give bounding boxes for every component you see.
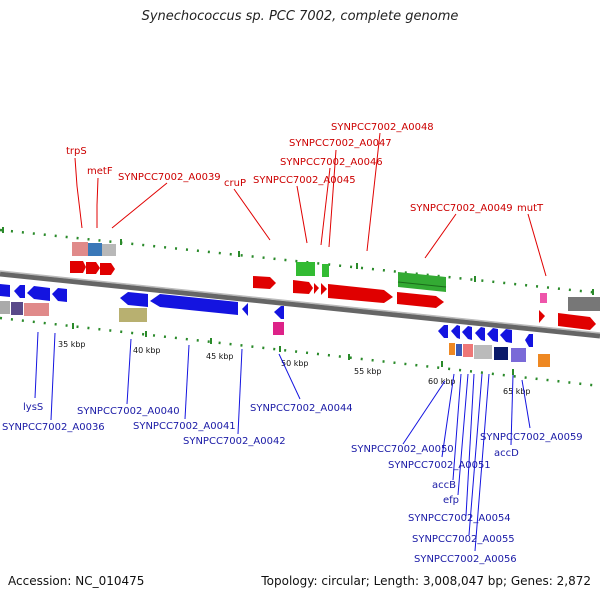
gene-arrow <box>274 306 284 319</box>
gene-label: SYNPCC7002_A0036 <box>2 422 105 433</box>
gene-label: SYNPCC7002_A0048 <box>331 122 434 133</box>
gene-label: SYNPCC7002_A0045 <box>253 175 356 186</box>
gene-label: SYNPCC7002_A0047 <box>289 138 392 149</box>
gene-label: SYNPCC7002_A0050 <box>351 444 454 455</box>
scale-label: 50 kbp <box>281 359 309 368</box>
gene-arrow <box>70 261 86 273</box>
gene-arrow <box>253 276 276 289</box>
accession-text: Accession: NC_010475 <box>8 574 145 588</box>
scale-label: 65 kbp <box>503 387 531 396</box>
gene-arrow <box>475 327 485 341</box>
gene-arrow <box>487 328 498 342</box>
gene-label: SYNPCC7002_A0041 <box>133 421 236 432</box>
reverse-blocks <box>0 301 550 367</box>
gene-arrow <box>438 325 448 338</box>
reverse-leaders <box>34 331 531 552</box>
gene-label: accD <box>494 448 519 459</box>
gene-label: SYNPCC7002_A0056 <box>414 554 517 565</box>
gene-label: mutT <box>517 203 544 214</box>
gene-label: trpS <box>66 146 87 157</box>
gene-label: SYNPCC7002_A0054 <box>408 513 511 524</box>
gene-arrow <box>500 329 512 343</box>
gene-label: SYNPCC7002_A0046 <box>280 157 383 168</box>
gene-label: efp <box>443 495 459 506</box>
gene-label: SYNPCC7002_A0049 <box>410 203 513 214</box>
gene-label: accB <box>432 480 456 491</box>
gene-label: cruP <box>224 178 246 189</box>
gene-label: SYNPCC7002_A0039 <box>118 172 221 183</box>
forward-genes <box>70 261 596 330</box>
map-title: Synechococcus sp. PCC 7002, complete gen… <box>141 9 459 24</box>
gene-arrow <box>14 285 25 298</box>
gene-label: lysS <box>23 402 43 413</box>
gene-arrow <box>558 313 596 330</box>
inner-scale-track <box>0 316 600 388</box>
scale-label: 35 kbp <box>58 340 86 349</box>
forward-leaders <box>74 132 547 277</box>
gene-arrow <box>321 283 327 295</box>
gene-arrow <box>314 283 319 294</box>
outer-scale-track <box>0 227 600 295</box>
scale-label: 55 kbp <box>354 367 382 376</box>
genome-summary: Topology: circular; Length: 3,008,047 bp… <box>261 574 591 588</box>
gene-arrow <box>27 286 50 301</box>
gene-label: metF <box>87 166 113 177</box>
gene-arrow <box>328 284 393 303</box>
gene-arrow <box>397 292 444 308</box>
gene-arrow <box>525 334 533 347</box>
gene-arrow <box>539 310 545 323</box>
genome-backbone <box>0 270 600 339</box>
scale-label: 60 kbp <box>428 377 456 386</box>
scale-label: 40 kbp <box>133 346 161 355</box>
scale-label: 45 kbp <box>206 352 234 361</box>
gene-label: SYNPCC7002_A0051 <box>388 460 491 471</box>
gene-arrow <box>451 325 460 339</box>
gene-arrow <box>52 288 67 302</box>
gene-arrow <box>462 326 472 340</box>
gene-arrow <box>150 294 238 315</box>
gene-label: SYNPCC7002_A0040 <box>77 406 180 417</box>
gene-label: SYNPCC7002_A0055 <box>412 534 515 545</box>
gene-arrow <box>293 280 313 294</box>
gene-label: SYNPCC7002_A0044 <box>250 403 353 414</box>
reverse-genes <box>0 284 533 347</box>
forward-blocks <box>72 242 600 311</box>
gene-label: SYNPCC7002_A0042 <box>183 436 286 447</box>
gene-arrow <box>86 262 100 274</box>
gene-arrow <box>120 292 148 307</box>
gene-arrow <box>0 284 10 297</box>
gene-arrow <box>242 303 248 316</box>
gene-label: SYNPCC7002_A0059 <box>480 432 583 443</box>
gene-arrow <box>100 263 115 275</box>
